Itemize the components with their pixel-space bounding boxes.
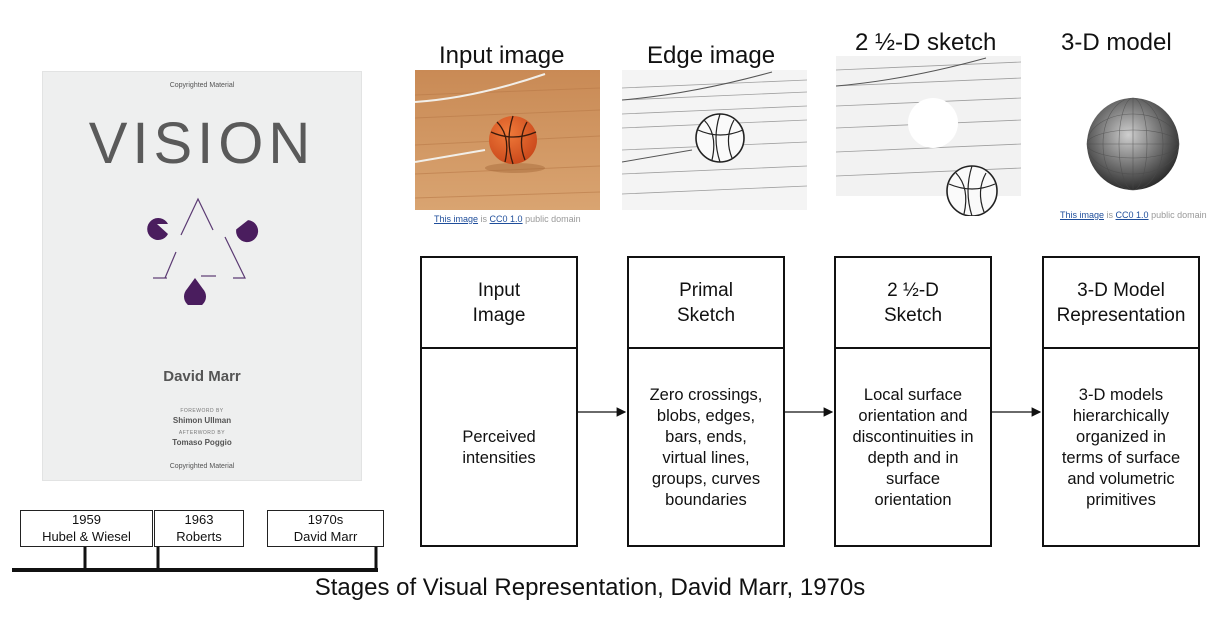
input-image [415, 70, 600, 210]
edge-image [622, 70, 807, 210]
cover-title: VISION [88, 111, 316, 176]
model-image-credit: This image is CC0 1.0 public domain [1060, 210, 1207, 220]
diagram-caption: Stages of Visual Representation, David M… [314, 574, 866, 601]
cover-author: David Marr [163, 368, 241, 385]
timeline-year: 1970s [307, 512, 344, 527]
timeline-year: 1963 [184, 512, 214, 527]
sketch-image-title: 2 ½-D sketch [855, 29, 997, 56]
stage-heading: 3-D Model Representation [1044, 258, 1198, 349]
credit-text: is [478, 214, 490, 224]
stage-primal-sketch: Primal Sketch Zero crossings, blobs, edg… [627, 256, 785, 547]
timeline-name: Roberts [176, 529, 222, 544]
timeline-axis [12, 546, 378, 572]
credit-text: public domain [522, 214, 581, 224]
stage-description: Local surface orientation and discontinu… [852, 386, 974, 509]
timeline-name: David Marr [293, 529, 358, 544]
timeline-entry-1970s: 1970s David Marr [267, 510, 384, 547]
credit-text: is [1104, 210, 1116, 220]
model-image-title: 3-D model [1061, 29, 1172, 56]
timeline-name: Hubel & Wiesel [42, 529, 131, 544]
stage-heading: Primal Sketch [629, 258, 783, 349]
stage-2half-d-sketch: 2 ½-D Sketch Local surface orientation a… [834, 256, 992, 547]
credit-link-license[interactable]: CC0 1.0 [1115, 210, 1149, 220]
stage-description: Perceived intensities [462, 428, 536, 467]
input-image-title: Input image [439, 42, 565, 69]
credit-link-image[interactable]: This image [1060, 210, 1105, 220]
stage-heading: Input Image [422, 258, 576, 349]
sketch-image [836, 56, 1021, 216]
credit-link-image[interactable]: This image [434, 214, 479, 224]
cover-afterword-name: Tomaso Poggio [172, 438, 232, 447]
stage-description: Zero crossings, blobs, edges, bars, ends… [649, 386, 763, 509]
stage-input-image: Input Image Perceived intensities [420, 256, 578, 547]
timeline-entry-1959: 1959 Hubel & Wiesel [20, 510, 153, 547]
timeline-year: 1959 [72, 512, 101, 527]
credit-link-license[interactable]: CC0 1.0 [489, 214, 523, 224]
input-image-credit: This image is CC0 1.0 public domain [434, 214, 581, 224]
stage-3d-model: 3-D Model Representation 3-D models hier… [1042, 256, 1200, 547]
stage-description: 3-D models hierarchically organized in t… [1061, 386, 1181, 509]
cover-foreword-name: Shimon Ullman [172, 416, 232, 425]
cover-foreword-label: FOREWORD BY [180, 408, 224, 414]
credit-text: public domain [1148, 210, 1207, 220]
kanizsa-triangle-illustration [147, 197, 259, 305]
stage-heading: 2 ½-D Sketch [836, 258, 990, 349]
book-cover: Copyrighted Material VISION David Marr F… [42, 71, 362, 481]
model-image [1083, 92, 1183, 198]
edge-image-title: Edge image [647, 42, 776, 69]
timeline-entry-1963: 1963 Roberts [154, 510, 244, 547]
cover-afterword-label: AFTERWORD BY [178, 430, 226, 436]
cover-top-notice: Copyrighted Material [169, 82, 235, 89]
cover-bottom-notice: Copyrighted Material [169, 463, 235, 470]
